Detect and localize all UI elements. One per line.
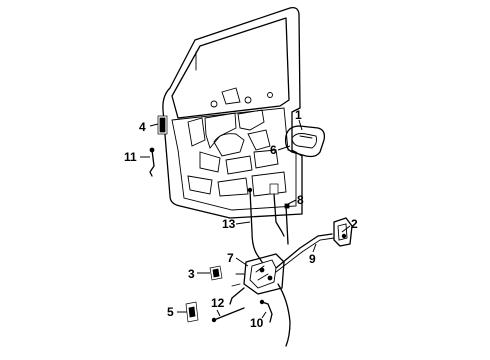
callout-6: 6 — [270, 143, 277, 157]
lower-bracket-part — [209, 265, 223, 281]
lock-rod-part — [269, 183, 290, 245]
outside-handle-part — [284, 125, 326, 158]
callout-11: 11 — [124, 150, 137, 164]
callout-8: 8 — [297, 193, 304, 207]
callout-4: 4 — [139, 120, 146, 134]
center-latch-part — [231, 253, 285, 295]
callout-2: 2 — [351, 217, 358, 231]
callout-7: 7 — [227, 251, 234, 265]
lower-roller-part — [185, 301, 199, 323]
upper-cable-part — [247, 187, 263, 263]
upper-hinge-part — [157, 115, 168, 135]
callout-1: 1 — [295, 108, 302, 122]
callout-5: 5 — [167, 305, 174, 319]
rear-latch-part — [333, 217, 353, 247]
wire-clip-part — [259, 299, 273, 323]
door-panel — [162, 6, 303, 219]
callout-labels: 1 2 3 4 5 6 7 8 9 10 11 12 13 — [124, 108, 358, 330]
lower-cable-part — [229, 283, 291, 347]
short-rod-part — [211, 307, 245, 323]
rod-clip-part — [149, 147, 155, 177]
rear-latch-rod-part — [275, 233, 335, 273]
callout-13: 13 — [222, 217, 236, 231]
callout-10: 10 — [250, 316, 264, 330]
callout-3: 3 — [188, 267, 195, 281]
callout-9: 9 — [309, 252, 316, 266]
leader-lines — [140, 119, 351, 319]
callout-12: 12 — [211, 296, 225, 310]
